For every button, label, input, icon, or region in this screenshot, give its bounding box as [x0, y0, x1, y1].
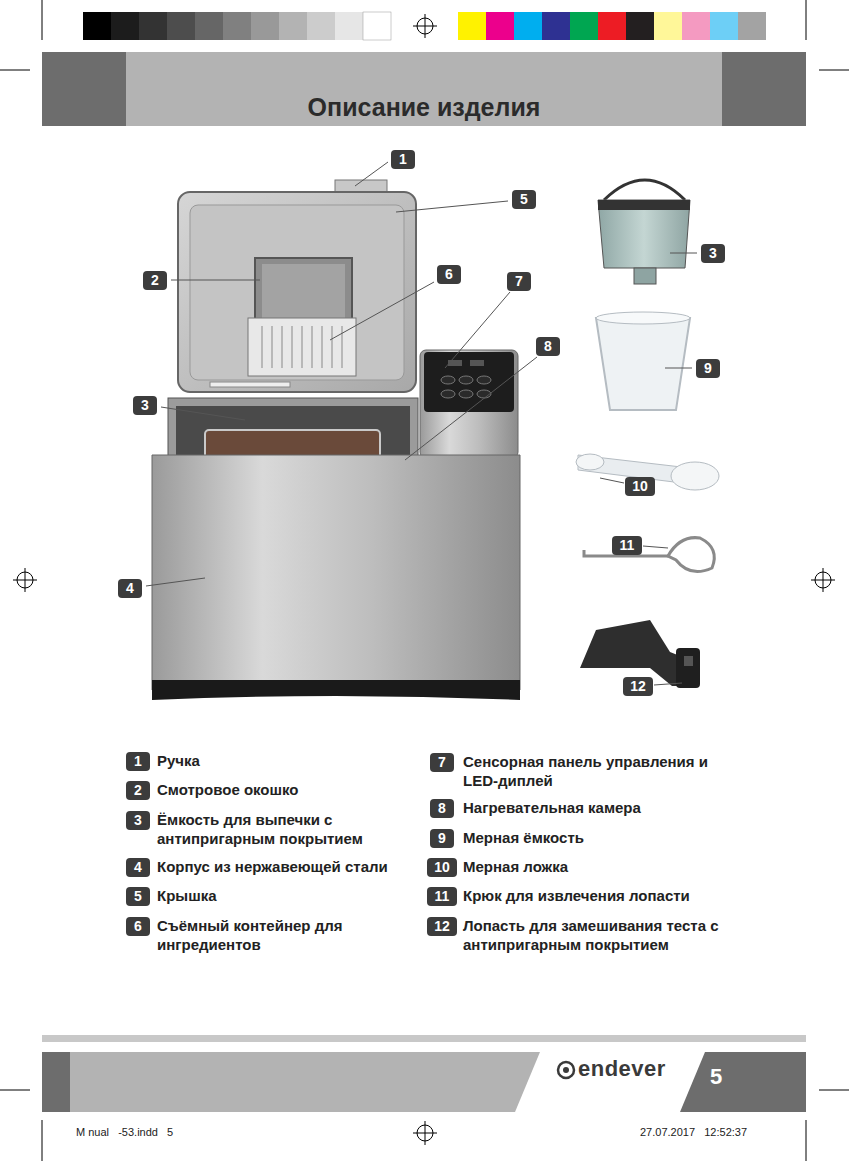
callout-number: 4: [126, 858, 150, 877]
part-name: Крюк для извлечения лопасти: [463, 886, 738, 905]
callout-number: 12: [623, 677, 653, 696]
callout-number-text: 1: [399, 151, 407, 167]
callout-number: 8: [430, 799, 454, 818]
callout-number: 11: [427, 887, 457, 906]
callout-number: 7: [507, 272, 531, 291]
callout-number: 11: [612, 536, 642, 555]
callout-number: 1: [391, 150, 415, 169]
callout-number-text: 9: [704, 360, 712, 376]
page-number-shape: [680, 1052, 806, 1112]
callout-number: 9: [696, 359, 720, 378]
footer-rule: [42, 1035, 806, 1042]
part-name: Корпус из нержавеющей стали: [157, 857, 412, 876]
callout-number: 5: [512, 190, 536, 209]
part-name: Съёмный контейнер для ингредиентов: [157, 916, 412, 954]
callout-number-text: 4: [134, 859, 142, 875]
part-name: Сенсорная панель управления и LED-диплей: [463, 752, 738, 790]
color-bars: [83, 12, 766, 40]
callout-number-text: 2: [134, 782, 142, 798]
callout-number-text: 7: [515, 273, 523, 289]
callout-number-text: 11: [620, 537, 635, 553]
measuring-cup: [596, 312, 690, 410]
callout-number-text: 1: [134, 753, 142, 769]
callout-number-text: 2: [151, 272, 159, 288]
callout-number: 1: [126, 752, 150, 771]
callout-number-text: 4: [126, 580, 134, 596]
part-name: Нагревательная камера: [463, 798, 738, 817]
callout-number: 4: [118, 579, 142, 598]
callout-number: 5: [126, 887, 150, 906]
header-block: [42, 52, 126, 126]
callout-number-text: 10: [632, 478, 648, 494]
part-name: Ёмкость для выпечки с антипригарным покр…: [157, 810, 412, 848]
part-name: Мерная ложка: [463, 857, 738, 876]
callout-number: 12: [427, 917, 457, 936]
callout-number-text: 12: [630, 678, 646, 694]
leader-lines: [146, 162, 697, 685]
callout-number-text: 6: [134, 918, 142, 934]
part-name: Лопасть для замешивания теста с антиприг…: [463, 916, 738, 954]
callout-number-text: 5: [520, 191, 528, 207]
callout-number: 10: [427, 858, 457, 877]
part-name: Мерная ёмкость: [463, 828, 738, 847]
part-name: Смотровое окошко: [157, 780, 412, 799]
callout-number: 2: [143, 271, 167, 290]
callout-number-text: 10: [434, 859, 450, 875]
callout-number-text: 12: [434, 918, 450, 934]
callout-number-text: 6: [445, 266, 453, 282]
page-number: 5: [710, 1064, 722, 1090]
bread-machine: [152, 180, 520, 700]
baking-pan: [598, 180, 690, 284]
page-title: Описание изделия: [42, 93, 806, 122]
page-number-box: 5: [680, 1052, 806, 1112]
callout-number: 3: [126, 811, 150, 830]
callout-number-text: 7: [438, 754, 446, 770]
callout-number: 7: [430, 753, 454, 772]
callout-number-text: 3: [134, 812, 142, 828]
paddle-hook: [584, 538, 714, 572]
brand-icon: [558, 1062, 574, 1078]
callout-number: 9: [430, 829, 454, 848]
callout-number: 10: [625, 477, 655, 496]
callout-number-text: 3: [709, 245, 717, 261]
callout-number-text: 9: [438, 830, 446, 846]
header-block: [722, 52, 806, 126]
callout-number: 2: [126, 781, 150, 800]
part-name: Крышка: [157, 886, 412, 905]
callout-number: 8: [536, 337, 560, 356]
callout-number-text: 3: [141, 397, 149, 413]
part-name: Ручка: [157, 751, 412, 770]
callout-number-text: 5: [134, 888, 142, 904]
callout-number-text: 8: [544, 338, 552, 354]
footer-block: [42, 1052, 70, 1112]
callout-number: 6: [126, 917, 150, 936]
callout-number-text: 11: [435, 888, 450, 904]
print-date: 27.07.2017 12:52:37: [640, 1126, 747, 1138]
footer-band: [42, 1052, 540, 1112]
print-slug: M nual -53.indd 5: [76, 1126, 173, 1138]
callout-number: 6: [437, 265, 461, 284]
header-band: [42, 52, 806, 126]
callout-number: 3: [701, 244, 725, 263]
callout-number: 3: [133, 396, 157, 415]
brand-logo: endever: [578, 1056, 666, 1082]
callout-number-text: 8: [438, 800, 446, 816]
